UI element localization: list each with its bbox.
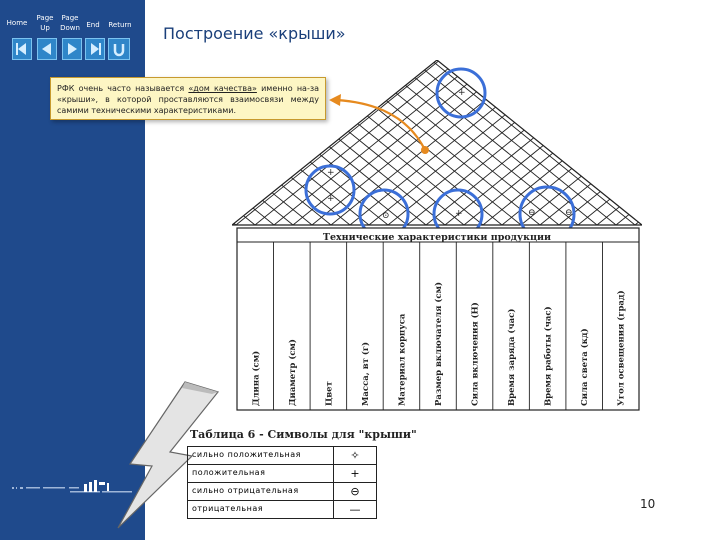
roof-symbol: ⊖ — [565, 208, 573, 218]
nav-home-label: Home — [6, 19, 28, 28]
roof-symbol: + — [458, 88, 466, 98]
roof-grid-line — [615, 60, 642, 225]
page-up-button[interactable] — [37, 38, 57, 60]
arrow-left-icon — [38, 39, 56, 59]
roof-symbol: ⊙ — [382, 211, 390, 221]
nav-page-down-label-1: Page — [59, 14, 81, 23]
nav-page-down-label-2: Down — [59, 24, 81, 33]
symbols-table-label: сильно отрицательная — [188, 483, 334, 500]
return-button[interactable] — [108, 38, 130, 60]
roof-symbol: + — [327, 194, 335, 204]
symbols-table-label: сильно положительная — [188, 447, 334, 464]
symbols-table-symbol: — — [334, 501, 376, 518]
column-header-label: Угол освещения (град) — [616, 290, 627, 406]
roof-grid-line — [635, 60, 642, 225]
note-highlight: «дом качества» — [188, 84, 257, 93]
symbols-table-symbol: + — [334, 465, 376, 482]
column-header-label: Материал корпуса — [397, 313, 407, 406]
roof-grid-line — [634, 60, 642, 225]
page-down-button[interactable] — [62, 38, 82, 60]
symbols-table-row: сильно отрицательная⊖ — [188, 482, 376, 500]
nav-end-label: End — [85, 21, 101, 30]
note-text-before: РФК очень часто называется — [57, 84, 188, 93]
end-icon — [86, 39, 104, 59]
symbols-table-label: положительная — [188, 465, 334, 482]
return-icon — [109, 39, 129, 59]
arrow-right-icon — [63, 39, 81, 59]
column-header-label: Цвет — [324, 381, 334, 406]
symbols-table-label: отрицательная — [188, 501, 334, 518]
symbols-table-row: сильно положительная✧ — [188, 447, 376, 464]
roof-symbol: ⊖ — [528, 208, 536, 218]
page-number: 10 — [640, 497, 655, 511]
tech-characteristics-header: Технические характеристики продукции — [323, 232, 551, 243]
end-button[interactable] — [85, 38, 105, 60]
symbols-table-title: Таблица 6 - Символы для "крыши" — [190, 428, 417, 441]
column-header-label: Масса, вт (г) — [360, 342, 371, 406]
nav-return-label: Return — [105, 21, 135, 30]
symbols-table-row: положительная+ — [188, 464, 376, 482]
column-header-label: Диаметр (см) — [287, 339, 298, 406]
home-icon — [13, 39, 31, 59]
orange-arrow — [325, 90, 435, 160]
column-header-label: Размер включателя (см) — [433, 282, 444, 406]
roof-symbol: + — [327, 168, 335, 178]
symbols-table-row: отрицательная— — [188, 500, 376, 518]
symbols-table-symbol: ✧ — [334, 447, 376, 464]
column-header-label: Длина (см) — [250, 351, 261, 406]
symbols-table-symbol: ⊖ — [334, 483, 376, 500]
column-header-label: Сила включения (Н) — [470, 302, 481, 406]
home-button[interactable] — [12, 38, 32, 60]
column-header-label: Сила света (кд) — [579, 328, 590, 406]
column-header-label: Время заряда (час) — [506, 309, 517, 406]
note-box: РФК очень часто называется «дом качества… — [50, 77, 326, 120]
nav-page-up-label-1: Page — [34, 14, 56, 23]
page-title: Построение «крыши» — [163, 24, 346, 43]
symbols-table: сильно положительная✧положительная+сильн… — [187, 446, 377, 519]
roof-grid-line — [616, 60, 642, 225]
roof-symbol: + — [455, 209, 463, 219]
column-header-label: Время работы (час) — [543, 306, 554, 406]
nav-page-up-label-2: Up — [34, 24, 56, 33]
